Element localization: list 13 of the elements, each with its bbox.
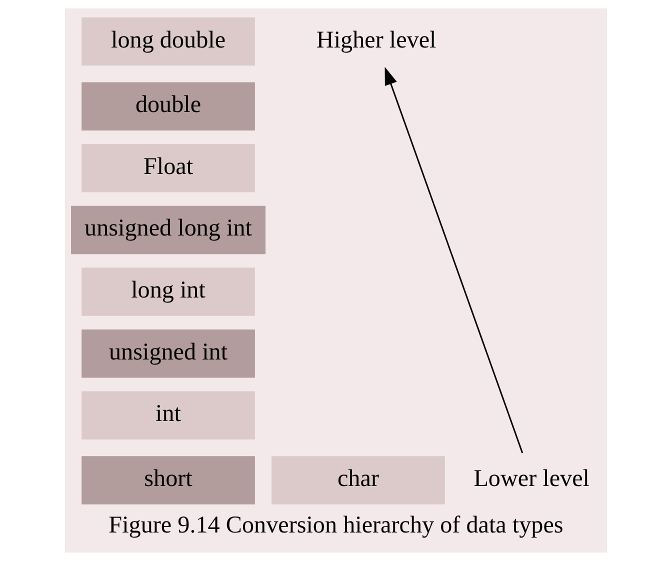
caption: Figure 9.14 Conversion hierarchy of data types xyxy=(108,512,563,539)
node-text: Lower level xyxy=(473,466,590,492)
node-box: double xyxy=(81,82,254,130)
node-box: short xyxy=(81,456,254,504)
arrow xyxy=(384,66,523,454)
node-box: unsigned int xyxy=(81,330,254,378)
node-box: char xyxy=(271,456,444,504)
node-box: int xyxy=(81,391,254,440)
node-text: Higher level xyxy=(316,27,436,54)
node-box: long double xyxy=(81,17,254,66)
node-box: Float xyxy=(81,144,254,192)
node-box: unsigned long int xyxy=(70,206,266,254)
node-box: long int xyxy=(81,268,254,316)
